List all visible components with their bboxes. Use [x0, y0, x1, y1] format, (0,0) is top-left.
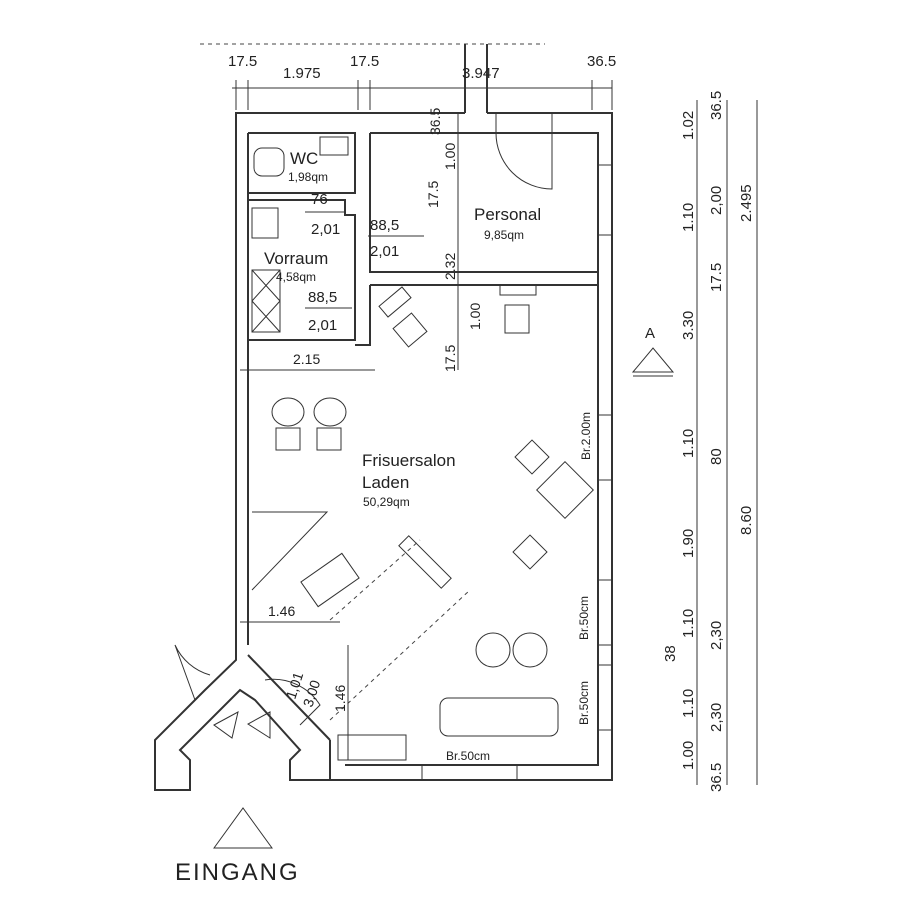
- dim-top-1: 17.5: [228, 53, 257, 70]
- room-salon-name-2: Laden: [362, 473, 409, 492]
- wash-basin-icon: [313, 397, 347, 427]
- shelf-icon: [398, 535, 452, 589]
- entrance-triangle-icon: [213, 807, 273, 849]
- dim-right: 1.10: [680, 203, 697, 232]
- window-label: Br.50cm: [577, 596, 591, 640]
- toilet-icon: [253, 147, 285, 177]
- room-salon-area: 50,29qm: [363, 495, 410, 509]
- furniture: [251, 136, 594, 761]
- dim-top-3: 17.5: [350, 53, 379, 70]
- room-personal-name: Personal: [474, 205, 541, 224]
- wash-basin-icon: [271, 397, 305, 427]
- chair-icon: [316, 427, 342, 451]
- dim-right: 1.02: [680, 111, 697, 140]
- dim-interior: 2.32: [442, 253, 458, 280]
- dim-right: 2.495: [738, 184, 755, 222]
- right-dimension-lines: [631, 100, 758, 785]
- sofa-icon: [439, 697, 559, 737]
- dim-right: 1.90: [680, 529, 697, 558]
- dim-right: 1.00: [680, 741, 697, 770]
- room-vorraum-area: 4,58qm: [276, 270, 316, 284]
- room-personal-area: 9,85qm: [484, 228, 524, 242]
- dim-interior: 1.00: [467, 303, 483, 330]
- dim-right: 17.5: [708, 263, 725, 292]
- dim-right: 8.60: [738, 506, 755, 535]
- counter-icon: [300, 552, 360, 608]
- room-wc-area: 1,98qm: [288, 170, 328, 184]
- entrance-bay: [154, 640, 331, 849]
- dim-right: 36.5: [708, 91, 725, 120]
- dim-right: 2,30: [708, 621, 725, 650]
- dim-top-4: 3.947: [462, 65, 500, 82]
- room-salon-name: Frisuersalon: [362, 451, 456, 470]
- mirror-station-icon: [536, 461, 594, 519]
- window-label: Br.50cm: [446, 749, 490, 763]
- wc-sink-icon: [319, 136, 349, 156]
- dim-right: 2,00: [708, 186, 725, 215]
- dim-top-2: 1.975: [283, 65, 321, 82]
- room-wc-name: WC: [290, 149, 318, 168]
- dim-interior: 17.5: [425, 181, 441, 208]
- chair-icon: [512, 534, 548, 570]
- dim-right: 2,30: [708, 703, 725, 732]
- dim-right: 36.5: [708, 763, 725, 792]
- dim-interior: 17.5: [442, 345, 458, 372]
- door-wc-width: 76: [311, 191, 328, 208]
- dim-right: 3.30: [680, 311, 697, 340]
- entrance-arrow-icon: [213, 711, 239, 739]
- chair-icon: [392, 312, 428, 348]
- door-vorraum-width: 88,5: [308, 289, 337, 306]
- section-marker-icon: [631, 347, 675, 373]
- door-wc-height: 2,01: [311, 221, 340, 238]
- dim-right: 38: [662, 645, 679, 662]
- chair-icon: [275, 427, 301, 451]
- dim-interior: 2.15: [293, 351, 320, 367]
- dim-right: 1.10: [680, 609, 697, 638]
- dim-interior: 1.00: [442, 143, 458, 170]
- dim-top-5: 36.5: [587, 53, 616, 70]
- top-dimension-line: [232, 44, 613, 113]
- window-label: Br.2.00m: [579, 412, 593, 460]
- dim-interior: 1.46: [332, 685, 348, 712]
- dim-right: 80: [708, 448, 725, 465]
- section-marker-label: A: [645, 325, 655, 342]
- dim-right: 1.10: [680, 429, 697, 458]
- entrance-arrow-icon: [247, 711, 271, 739]
- door-personal-width: 88,5: [370, 217, 399, 234]
- entrance-label: EINGANG: [175, 859, 300, 886]
- dim-right: 1.10: [680, 689, 697, 718]
- door-vorraum-height: 2,01: [308, 317, 337, 334]
- room-vorraum-name: Vorraum: [264, 249, 328, 268]
- chair-icon: [504, 304, 530, 334]
- door-personal-height: 2,01: [370, 243, 399, 260]
- vorraum-sink-icon: [251, 207, 279, 239]
- dim-interior: 36.5: [427, 108, 443, 135]
- chair-icon: [514, 439, 550, 475]
- window-label: Br.50cm: [577, 681, 591, 725]
- dim-interior: 1.46: [268, 603, 295, 619]
- walls: [235, 112, 613, 781]
